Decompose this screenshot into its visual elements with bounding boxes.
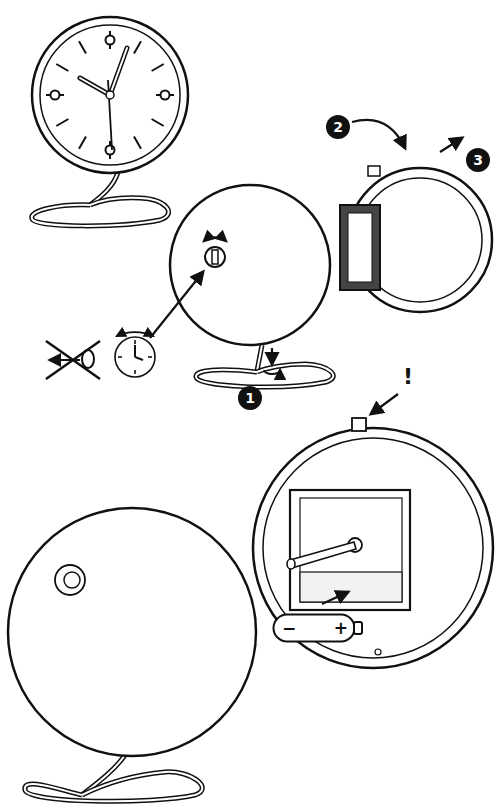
- step-arrows-part: [264, 370, 280, 374]
- clock-back-part: [170, 185, 330, 345]
- clock-case-open-detail: [253, 394, 493, 668]
- clock-back-large-part: [8, 508, 256, 756]
- clock-front-part-part: [79, 41, 86, 53]
- clock-back-large-part: [82, 755, 125, 795]
- callout-number: 1: [238, 386, 262, 410]
- set-time-icon-part: [148, 356, 152, 358]
- clock-front-part-part: [79, 137, 86, 149]
- clock-back-large-part: [82, 755, 125, 795]
- clock-back-part: [204, 237, 226, 241]
- clock-case-open-detail-part: [263, 438, 483, 658]
- clock-back-large-part: [25, 772, 202, 801]
- clock-case-open-detail-part: [290, 542, 356, 568]
- clock-back-part: [212, 250, 218, 264]
- knob-pull-prohibited-icon-part: [46, 341, 100, 379]
- battery-body: [274, 615, 355, 642]
- set-time-icon-part: [134, 340, 136, 344]
- clock-case-open-detail-part: [371, 394, 398, 414]
- clock-back-large-part: [64, 572, 80, 588]
- clock-front-part: [80, 78, 110, 95]
- clock-front-part-part: [51, 91, 60, 100]
- node-text: 2: [333, 120, 343, 134]
- clock-front-part-part: [56, 119, 68, 126]
- clock-front-part-part: [106, 36, 115, 45]
- clock-front-part-part: [134, 41, 141, 53]
- clock-front-part-part: [134, 137, 141, 149]
- clock-back-part: [196, 364, 333, 387]
- clock-back-large-part: [55, 565, 85, 595]
- clock-case-open-detail-part: [253, 428, 493, 668]
- set-time-icon-part: [118, 356, 122, 358]
- clock-case-open-detail-part: [300, 572, 402, 602]
- node-text: −: [282, 620, 296, 637]
- battery-terminal: [354, 622, 362, 634]
- clock-front: [32, 17, 188, 226]
- clock-front-part: [40, 25, 180, 165]
- knob-pull-prohibited-icon: [46, 341, 100, 379]
- clock-case-open-detail-part: [322, 592, 348, 604]
- clock-back-part: [257, 345, 262, 371]
- node-text: 3: [473, 153, 483, 167]
- set-time-icon-part: [115, 337, 155, 377]
- set-time-icon-part: [117, 332, 153, 336]
- clock-case-open-detail-part: [352, 418, 366, 431]
- clock-back: [170, 185, 333, 387]
- clock-front-part: [80, 78, 110, 95]
- clock-back-part: [205, 247, 225, 267]
- callout-number: 3: [466, 148, 490, 172]
- clock-case-open-detail-part: [290, 490, 410, 610]
- clock-case-open-detail-part: [287, 559, 295, 569]
- set-time-icon: [115, 332, 155, 377]
- clock-front-part: [110, 48, 127, 95]
- clock-front-part-part: [161, 91, 170, 100]
- clock-case-open-detail-part: [375, 649, 381, 655]
- set-time-icon-part: [135, 357, 143, 360]
- node-text: 1: [245, 391, 255, 405]
- clock-case-open: [340, 166, 492, 312]
- clock-front-part: [110, 48, 127, 95]
- set-time-icon-part: [134, 345, 136, 357]
- clock-back-part: [196, 364, 333, 387]
- node-text: +: [334, 620, 348, 637]
- step-arrows-part: [271, 348, 273, 364]
- clock-case-open-part: [340, 205, 380, 290]
- clock-front-part: [46, 31, 174, 159]
- clock-front-part: [32, 17, 188, 173]
- clock-front-part: [32, 198, 169, 226]
- set-time-icon-part: [134, 370, 136, 374]
- battery: −+: [272, 613, 364, 643]
- clock-front-part-part: [106, 146, 115, 155]
- note-mark: !: [403, 366, 413, 388]
- clock-front-part: [106, 91, 114, 99]
- clock-front-part: [32, 198, 169, 226]
- knob-pull-prohibited-icon-part: [46, 341, 100, 379]
- clock-case-open-part: [348, 213, 372, 282]
- step-arrows-part: [150, 272, 203, 338]
- clock-back-large: [8, 508, 256, 801]
- clock-case-open-part: [368, 166, 380, 176]
- step-arrows-part: [440, 138, 462, 152]
- clock-back-part: [257, 345, 262, 371]
- clock-front-part-part: [152, 119, 164, 126]
- clock-back-large-part: [25, 772, 202, 801]
- clock-front-part-part: [152, 64, 164, 71]
- step-arrows-part: [352, 120, 405, 148]
- clock-front-part-part: [56, 64, 68, 71]
- step-arrows: [150, 120, 462, 374]
- callout-number: 2: [326, 115, 350, 139]
